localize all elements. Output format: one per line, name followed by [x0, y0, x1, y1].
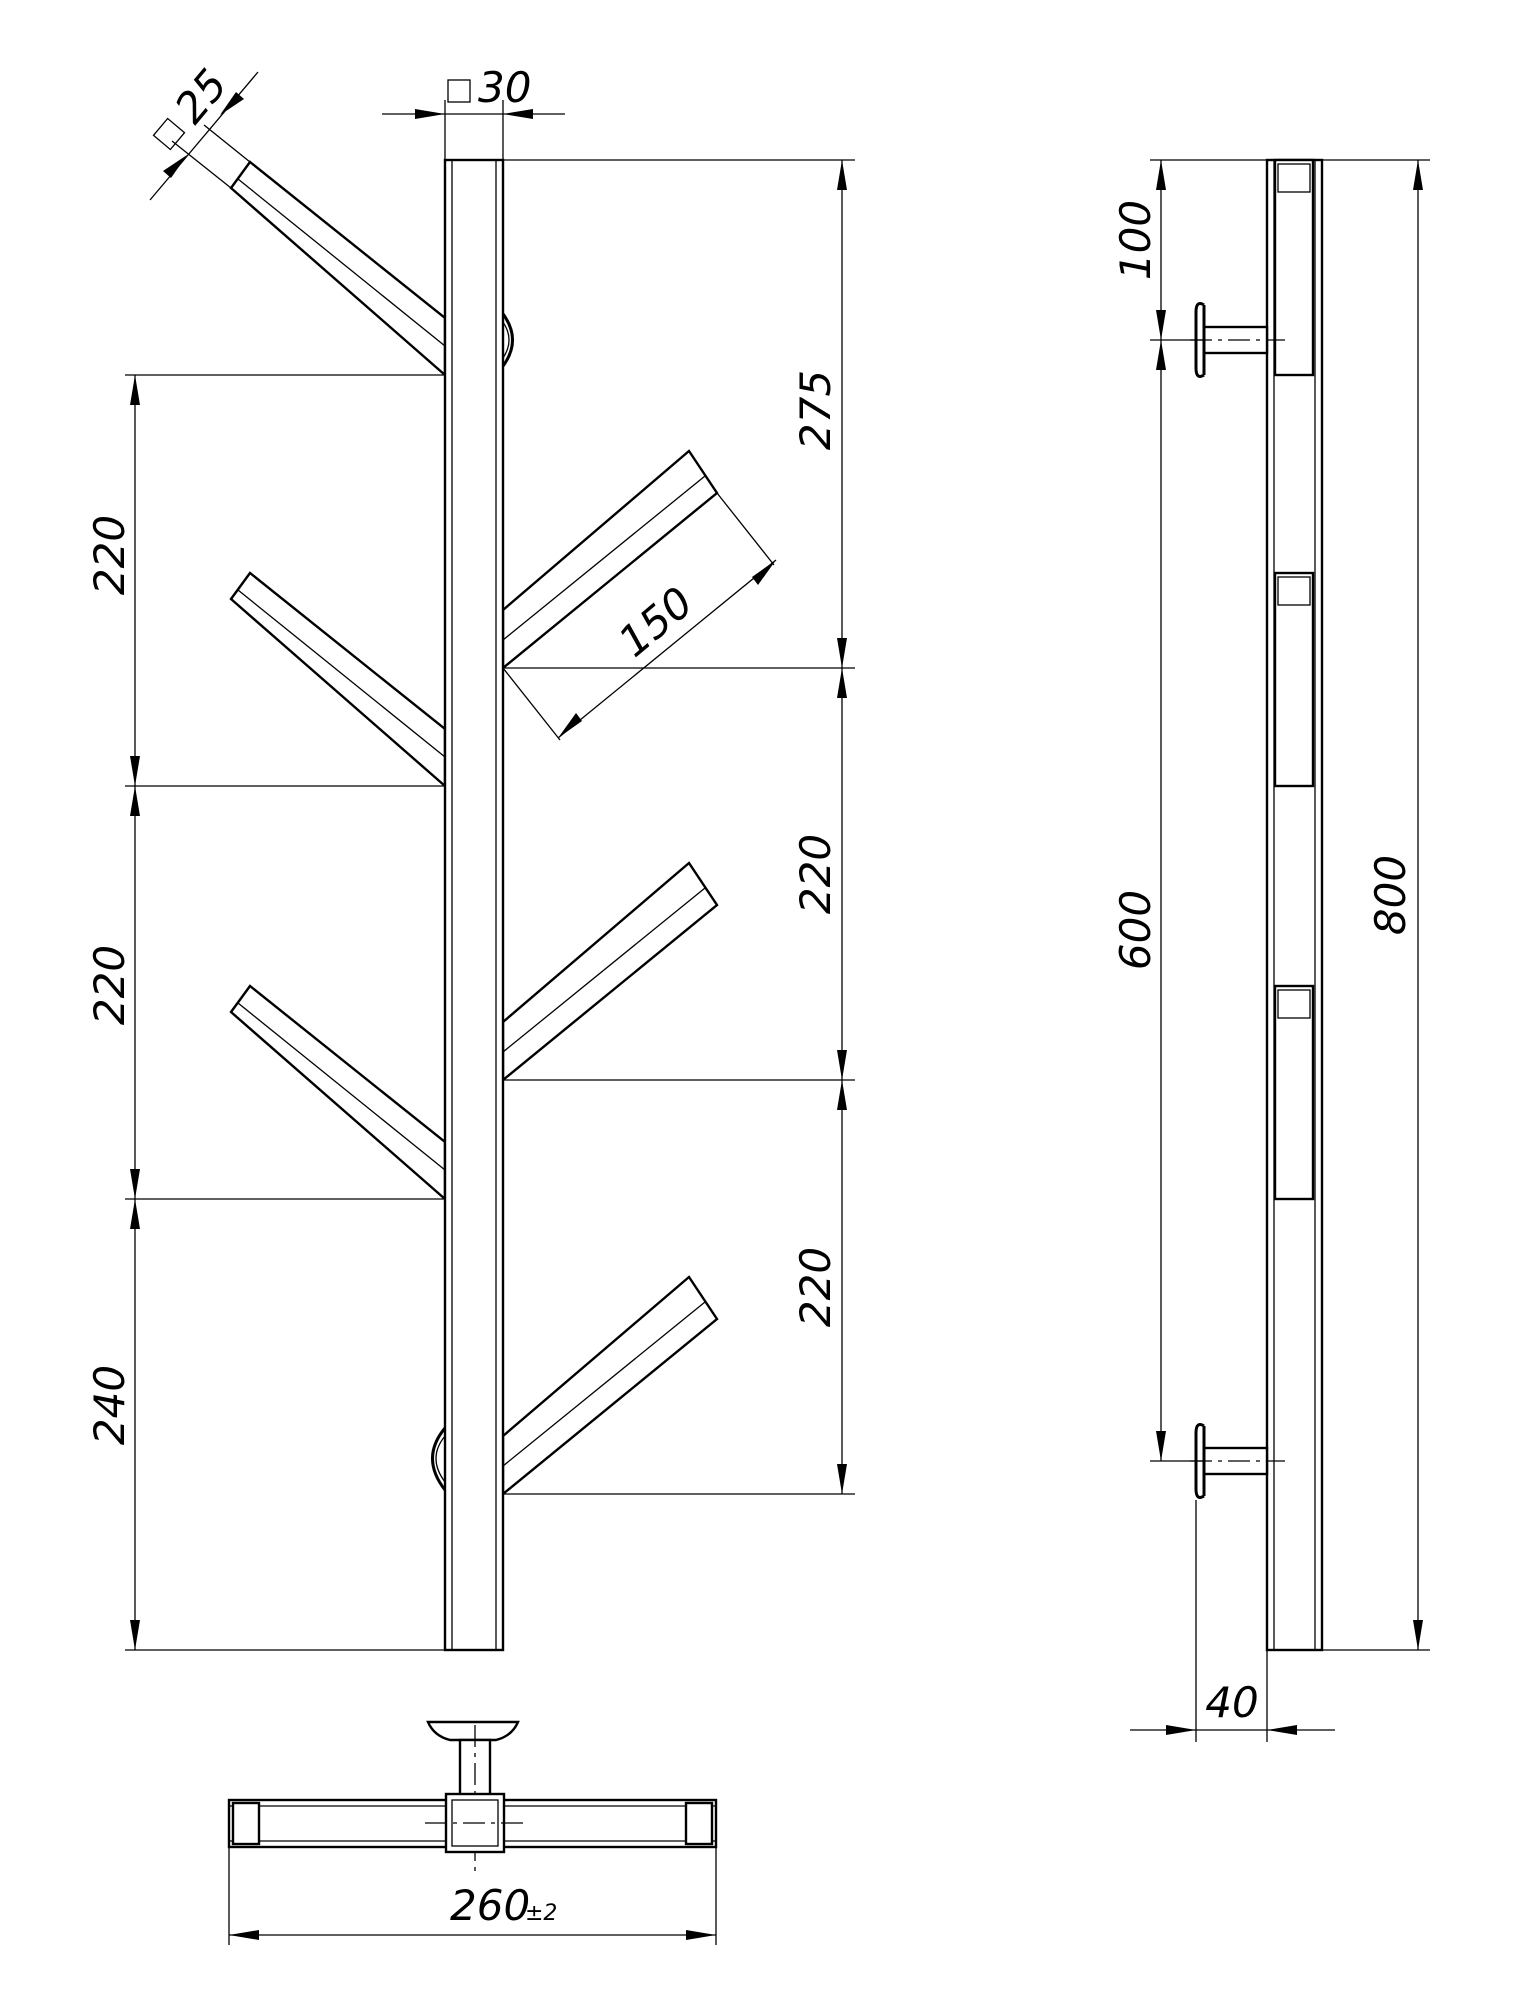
dim-right-spacing-2: 220	[791, 1247, 840, 1327]
dim-bottom-tolerance: ±2	[525, 1901, 557, 1926]
dim-bottom-width: 260	[450, 1881, 530, 1930]
side-branch-top	[1273, 158, 1315, 377]
side-view: 100 600 800 40	[1111, 158, 1430, 1742]
dim-side-total: 800	[1366, 855, 1415, 935]
dim-right-spacing-1: 220	[791, 834, 840, 914]
branch-low-left	[229, 984, 447, 1202]
dim-side-top: 100	[1111, 200, 1160, 280]
branch-low-right	[501, 1275, 719, 1497]
square-symbol-main	[447, 79, 471, 103]
dim-branch-length: 150	[609, 577, 702, 666]
bottom-view: 260 ±2	[227, 1720, 718, 1945]
branch-top-left	[229, 160, 447, 378]
dim-side-mount-spacing: 600	[1111, 890, 1160, 970]
dim-left-bottom: 240	[85, 1365, 134, 1445]
side-branch-lower	[1273, 984, 1315, 1201]
mount-disc-bottom	[431, 1427, 447, 1491]
main-tube	[443, 158, 505, 1652]
dim-side-depth: 40	[1205, 1678, 1258, 1727]
branch-upper-right	[501, 449, 719, 671]
dim-top-to-first-branch: 275	[791, 370, 840, 450]
side-branch-upper	[1273, 571, 1315, 788]
dim-left-spacing-1: 220	[85, 515, 134, 595]
branch-mid-left	[229, 571, 447, 789]
dim-left-spacing-2: 220	[85, 945, 134, 1025]
branch-mid-right	[501, 861, 719, 1083]
dim-square-main: 30	[478, 63, 531, 112]
front-view: 30 25 275 220 220 150	[85, 60, 855, 1652]
dim-square-branch: 25	[165, 60, 237, 132]
square-symbol-branch	[152, 117, 186, 151]
side-main-tube	[1265, 158, 1324, 1652]
bottom-mount-disc	[426, 1720, 520, 1742]
